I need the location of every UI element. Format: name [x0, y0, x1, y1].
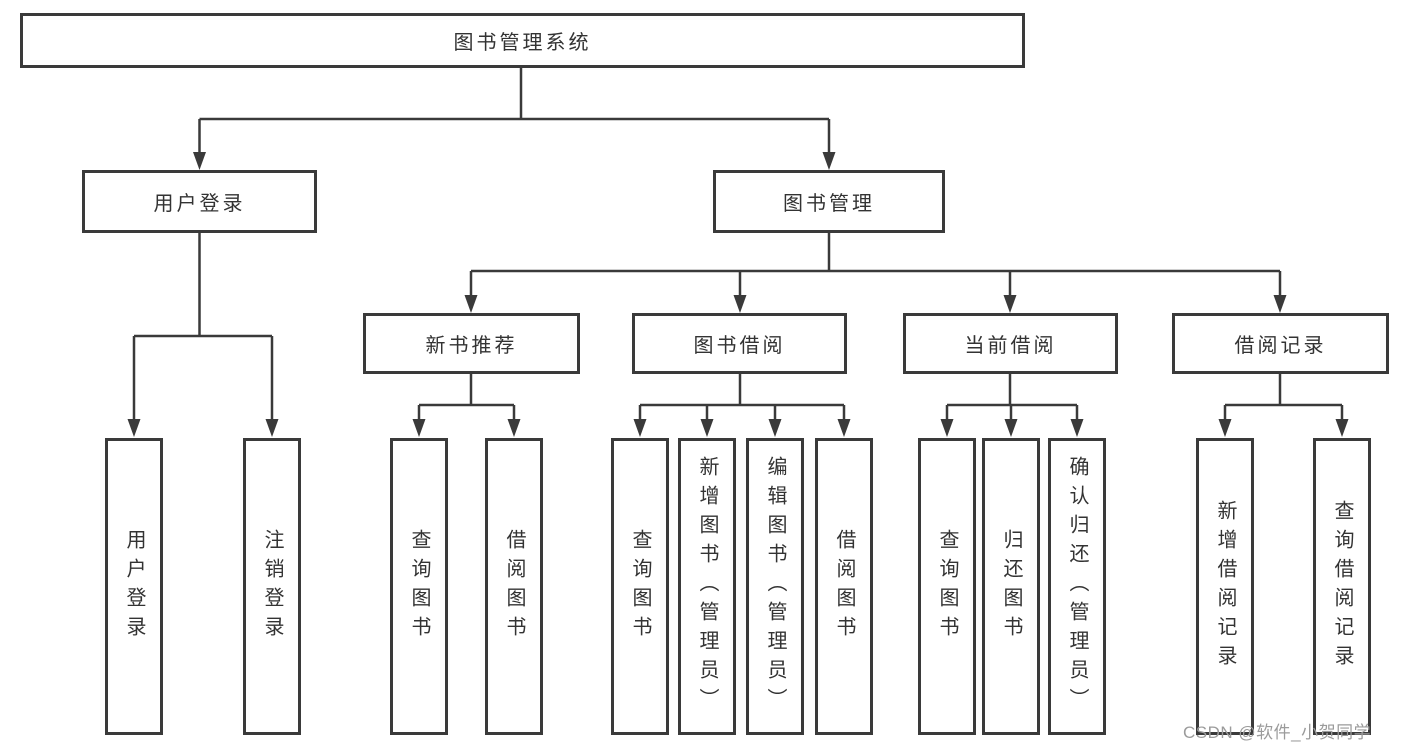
leaf-query-borrow-record-label: 查询借阅记录 [1331, 499, 1353, 674]
leaf-user-login: 用户登录 [105, 438, 163, 735]
arrowheads [127, 152, 1349, 437]
node-new-book-recommend-label: 新书推荐 [425, 335, 518, 357]
leaf-borrow-books-recommend-label: 借阅图书 [503, 528, 525, 645]
leaf-logout-label: 注销登录 [261, 528, 283, 645]
leaf-query-books-borrow-label: 查询图书 [629, 528, 651, 645]
node-root-label: 图书管理系统 [453, 32, 592, 54]
node-borrow-records-label: 借阅记录 [1234, 335, 1327, 357]
leaf-user-login-label: 用户登录 [123, 528, 145, 645]
leaf-query-books-current-label: 查询图书 [936, 528, 958, 645]
leaf-return-books-label: 归还图书 [1000, 528, 1022, 645]
leaf-add-borrow-record: 新增借阅记录 [1196, 438, 1254, 735]
node-book-borrow-label: 图书借阅 [693, 335, 786, 357]
leaf-add-books-admin: 新增图书（管理员） [678, 438, 736, 735]
node-book-borrow: 图书借阅 [632, 313, 847, 374]
leaf-borrow-books-recommend: 借阅图书 [485, 438, 543, 735]
leaf-confirm-return-admin: 确认归还（管理员） [1048, 438, 1106, 735]
leaf-edit-books-admin: 编辑图书（管理员） [746, 438, 804, 735]
leaf-query-books-recommend: 查询图书 [390, 438, 448, 735]
node-user-login: 用户登录 [82, 170, 317, 233]
leaf-return-books: 归还图书 [982, 438, 1040, 735]
leaf-add-borrow-record-label: 新增借阅记录 [1214, 499, 1236, 674]
leaf-logout: 注销登录 [243, 438, 301, 735]
node-current-borrow: 当前借阅 [903, 313, 1118, 374]
node-book-management: 图书管理 [713, 170, 945, 233]
csdn-watermark: CSDN @软件_小贺同学 [1183, 723, 1372, 742]
leaf-borrow-books-label: 借阅图书 [833, 528, 855, 645]
node-book-management-label: 图书管理 [783, 193, 875, 215]
leaf-edit-books-admin-label: 编辑图书（管理员） [764, 456, 786, 717]
leaf-add-books-admin-label: 新增图书（管理员） [696, 456, 718, 717]
node-borrow-records: 借阅记录 [1172, 313, 1389, 374]
leaf-query-books-current: 查询图书 [918, 438, 976, 735]
leaf-confirm-return-admin-label: 确认归还（管理员） [1066, 456, 1088, 717]
leaf-query-books-borrow: 查询图书 [611, 438, 669, 735]
leaf-query-borrow-record: 查询借阅记录 [1313, 438, 1371, 735]
leaf-query-books-recommend-label: 查询图书 [408, 528, 430, 645]
node-current-borrow-label: 当前借阅 [964, 335, 1057, 357]
node-new-book-recommend: 新书推荐 [363, 313, 580, 374]
node-root: 图书管理系统 [20, 13, 1025, 68]
leaf-borrow-books: 借阅图书 [815, 438, 873, 735]
node-user-login-label: 用户登录 [153, 193, 246, 215]
